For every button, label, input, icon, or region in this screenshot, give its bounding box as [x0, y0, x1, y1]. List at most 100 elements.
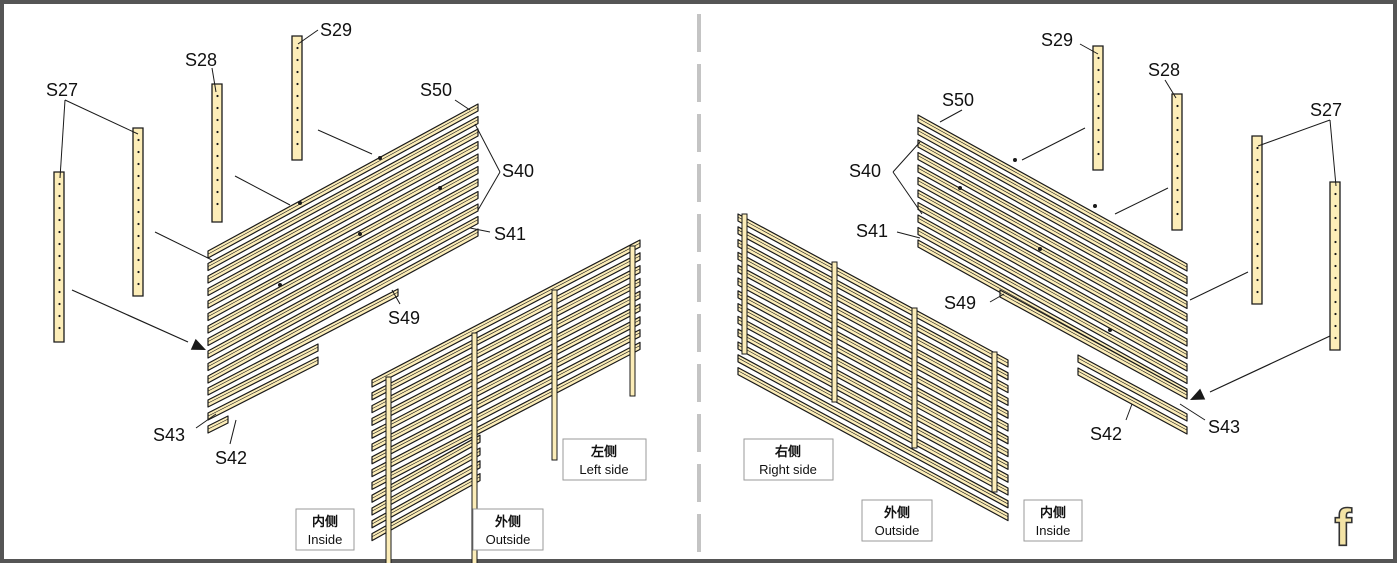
grid-post [385, 376, 392, 563]
label-s50: S50 [420, 80, 452, 100]
legend-right-inside-zh: 内侧 [1040, 505, 1066, 520]
right-slat-s49 [999, 289, 1188, 400]
pin-mark [438, 186, 442, 190]
grid-slat [371, 447, 481, 516]
label-s28: S28 [1148, 60, 1180, 80]
legend-left-inside: 内侧 Inside [295, 508, 355, 551]
leader-line [474, 123, 501, 173]
left-slat [207, 190, 479, 347]
left-slat-short [207, 343, 319, 408]
right-panel: S29 S28 S27 S50 S40 S41 S49 S42 S43 右侧 R… [737, 30, 1354, 558]
left-slat [207, 140, 479, 297]
grid-slat [371, 460, 481, 529]
post-s28 [1171, 93, 1183, 231]
leader-line [317, 129, 373, 155]
label-s29: S29 [1041, 30, 1073, 50]
left-strip-stack [207, 103, 479, 434]
right-slat-short [1077, 367, 1188, 435]
label-s43: S43 [1208, 417, 1240, 437]
post-s28 [211, 83, 223, 223]
right-slat [917, 126, 1188, 285]
label-s49: S49 [944, 293, 976, 313]
grid-slat [737, 251, 1009, 406]
post-s29 [1092, 45, 1104, 171]
right-posts [1092, 45, 1341, 351]
leader-line [154, 231, 213, 261]
right-slat [917, 189, 1188, 347]
grid-post [629, 245, 636, 397]
grid-post [911, 307, 918, 449]
legend-left-side-en: Left side [579, 462, 628, 477]
leader-line [1079, 43, 1099, 55]
legend-left-inside-zh: 内侧 [312, 514, 338, 529]
grid-slat [737, 315, 1009, 470]
pin-mark [958, 186, 962, 190]
grid-slat [371, 341, 641, 490]
grid-slat [737, 213, 1009, 368]
leader-line [939, 109, 963, 123]
label-s29: S29 [320, 20, 352, 40]
pin-mark [298, 201, 302, 205]
leader-line [391, 289, 401, 305]
grid-slat [737, 239, 1009, 394]
grid-slat [737, 367, 1009, 522]
left-slat [207, 115, 479, 272]
right-slat [917, 114, 1188, 272]
grid-slat [737, 277, 1009, 432]
left-slat [207, 178, 479, 334]
legend-left-outside-zh: 外侧 [494, 514, 521, 529]
grid-slat [737, 354, 1009, 509]
grid-slat [371, 473, 481, 542]
right-slat [917, 176, 1188, 335]
pin-mark [358, 232, 362, 236]
left-leader-lines [59, 29, 501, 445]
right-assembled-grid [737, 213, 1009, 522]
legend-left-inside-en: Inside [308, 532, 343, 547]
left-slat [207, 203, 479, 359]
grid-slat [371, 329, 641, 478]
right-slat [917, 201, 1188, 360]
post-s29 [291, 35, 303, 161]
legend-left-side-zh: 左侧 [591, 444, 617, 459]
label-s41: S41 [494, 224, 526, 244]
label-s42: S42 [215, 448, 247, 468]
pin-mark [278, 283, 282, 287]
leader-line [1329, 119, 1337, 187]
leader-line [1179, 403, 1206, 421]
label-s49: S49 [388, 308, 420, 328]
label-s41: S41 [856, 221, 888, 241]
left-assembled-grid [371, 239, 641, 563]
leader-line [1209, 335, 1331, 393]
legend-right-side: 右侧 Right side [743, 438, 834, 481]
legend-left-side: 左侧 Left side [562, 438, 647, 481]
left-slat-short [207, 356, 319, 421]
leader-line [477, 171, 501, 211]
step-letter: f [1334, 499, 1352, 557]
leader-line [1164, 79, 1177, 99]
leader-line [469, 227, 491, 233]
right-slat-short [1077, 354, 1188, 422]
grid-slat [371, 277, 641, 426]
grid-slat [371, 434, 481, 503]
label-s40: S40 [849, 161, 881, 181]
left-slat [207, 228, 479, 384]
grid-slat [371, 316, 641, 465]
leader-line [211, 67, 217, 93]
grid-slat [737, 226, 1009, 381]
pin-mark [1013, 158, 1017, 162]
grid-slat [737, 341, 1009, 496]
grid-slat [371, 265, 641, 414]
legend-right-outside-zh: 外侧 [883, 505, 910, 520]
leader-line [892, 141, 921, 173]
grid-post [551, 289, 558, 461]
label-s42: S42 [1090, 424, 1122, 444]
step-letter-icon: f [1334, 498, 1354, 558]
leader-line [454, 99, 471, 111]
leader-line [71, 289, 189, 343]
pin-mark [1038, 247, 1042, 251]
label-s27: S27 [46, 80, 78, 100]
left-slat-s49 [207, 288, 399, 396]
legend-right-side-en: Right side [759, 462, 817, 477]
leader-line [892, 171, 923, 215]
